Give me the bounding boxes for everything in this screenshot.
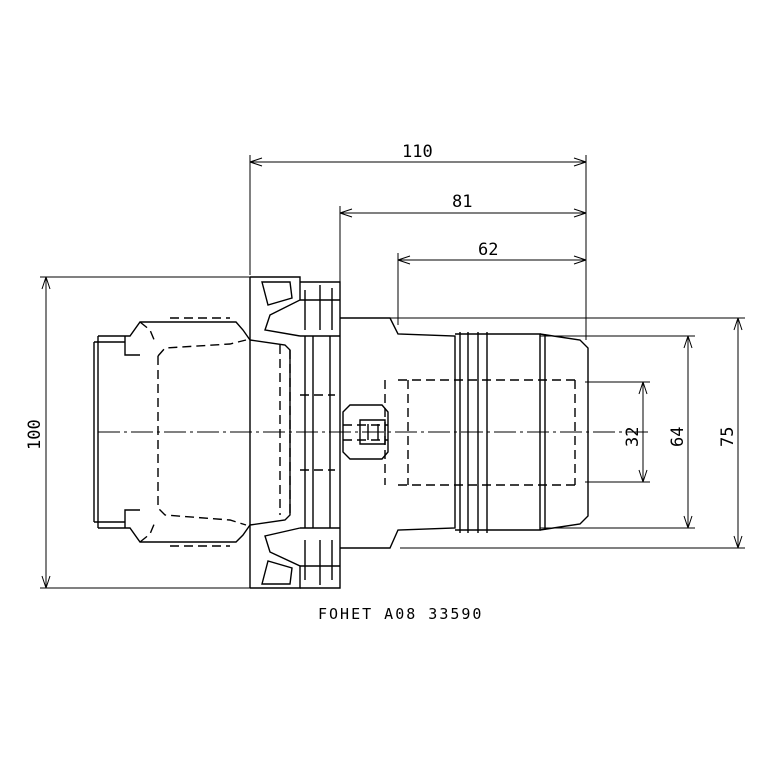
dimension-62: 62 <box>397 240 587 325</box>
nose-body <box>340 317 589 549</box>
dimension-64: 64 <box>540 335 695 529</box>
dimension-75: 75 <box>340 317 745 549</box>
dimension-100: 100 <box>25 276 250 589</box>
dimension-75-label: 75 <box>718 427 738 447</box>
part-number-label: FOHET A08 33590 <box>318 605 483 623</box>
dimension-62-label: 62 <box>478 240 498 260</box>
dimension-110: 110 <box>249 142 587 340</box>
dimension-64-label: 64 <box>668 427 688 447</box>
shank-body <box>93 276 301 589</box>
dimension-81-label: 81 <box>452 192 472 212</box>
dimension-32-label: 32 <box>623 427 643 447</box>
dimension-110-label: 110 <box>402 142 433 162</box>
dimension-100-label: 100 <box>25 419 45 450</box>
dimension-81: 81 <box>339 192 587 285</box>
flange <box>300 281 341 589</box>
